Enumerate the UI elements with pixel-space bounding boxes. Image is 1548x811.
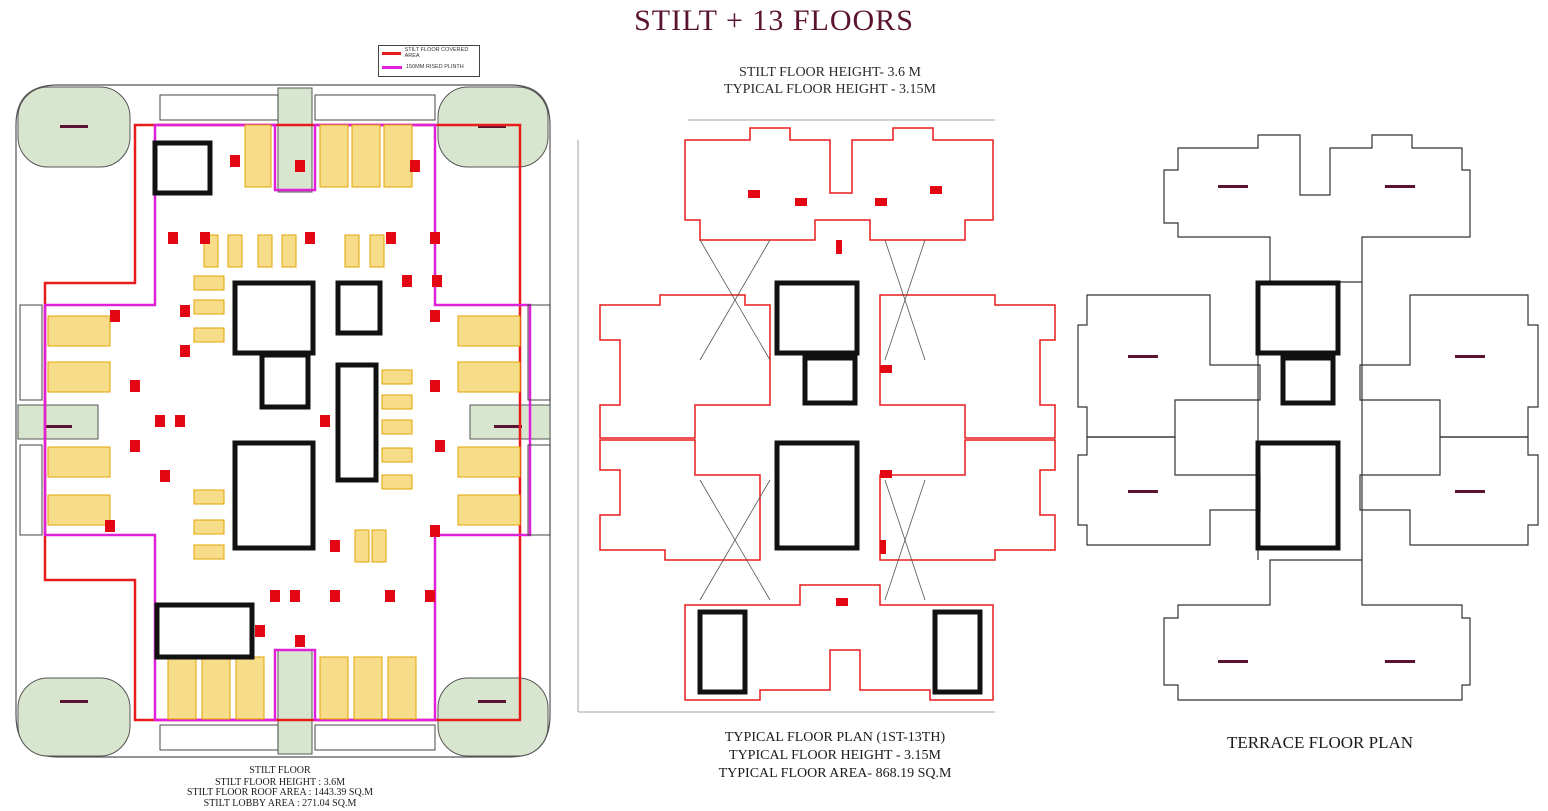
plinth-outline: [43, 123, 532, 722]
typical-plan-height: TYPICAL FLOOR HEIGHT - 3.15M: [729, 748, 941, 763]
landscape-top-center: [277, 87, 313, 193]
terrace-floor-plan: [1077, 134, 1539, 701]
legend-swatch-covered: [382, 51, 401, 55]
legend-item-plinth: 150MM RISED PLINTH: [379, 60, 479, 74]
legend-item-covered: STILT FLOOR COVERED AREA: [379, 46, 479, 60]
stilt-plan-name: STILT FLOOR: [249, 765, 311, 776]
landscape-corner-br: [437, 677, 549, 757]
landscape-bottom-center: [277, 649, 313, 755]
terrace-plan-name: TERRACE FLOOR PLAN: [1226, 733, 1414, 752]
typical-plan-area: TYPICAL FLOOR AREA- 868.19 SQ.M: [718, 766, 952, 781]
stilt-plan-height: STILT FLOOR HEIGHT : 3.6M: [214, 777, 346, 788]
legend-swatch-plinth: [382, 65, 402, 69]
stilt-ramps: [19, 94, 551, 751]
stilt-height-heading: STILT FLOOR HEIGHT- 3.6 M: [739, 65, 921, 80]
parking-bays: [47, 124, 521, 720]
stilt-lobby-area: STILT LOBBY AREA : 271.04 SQ.M: [203, 798, 357, 809]
landscape-mid-right: [469, 404, 551, 440]
stilt-core-walls: [152, 140, 383, 660]
typical-plan-name: TYPICAL FLOOR PLAN (1ST-13TH): [724, 730, 946, 745]
site-boundary: [15, 84, 551, 758]
covered-area-outline: [43, 123, 522, 722]
legend-label-plinth: 150MM RISED PLINTH: [406, 64, 464, 70]
legend-label-covered: STILT FLOOR COVERED AREA: [404, 47, 469, 59]
landscape-corner-bl: [17, 677, 131, 757]
legend: STILT FLOOR COVERED AREA 150MM RISED PLI…: [378, 45, 480, 77]
stilt-floor-plan: [15, 84, 551, 758]
typical-floor-plan: [577, 119, 1056, 713]
typical-height-heading: TYPICAL FLOOR HEIGHT - 3.15M: [724, 82, 936, 97]
landscape-mid-left: [17, 404, 99, 440]
stilt-columns: [105, 155, 445, 647]
page-title: STILT + 13 FLOORS: [634, 4, 914, 37]
stilt-roof-area: STILT FLOOR ROOF AREA : 1443.39 SQ.M: [186, 787, 374, 798]
